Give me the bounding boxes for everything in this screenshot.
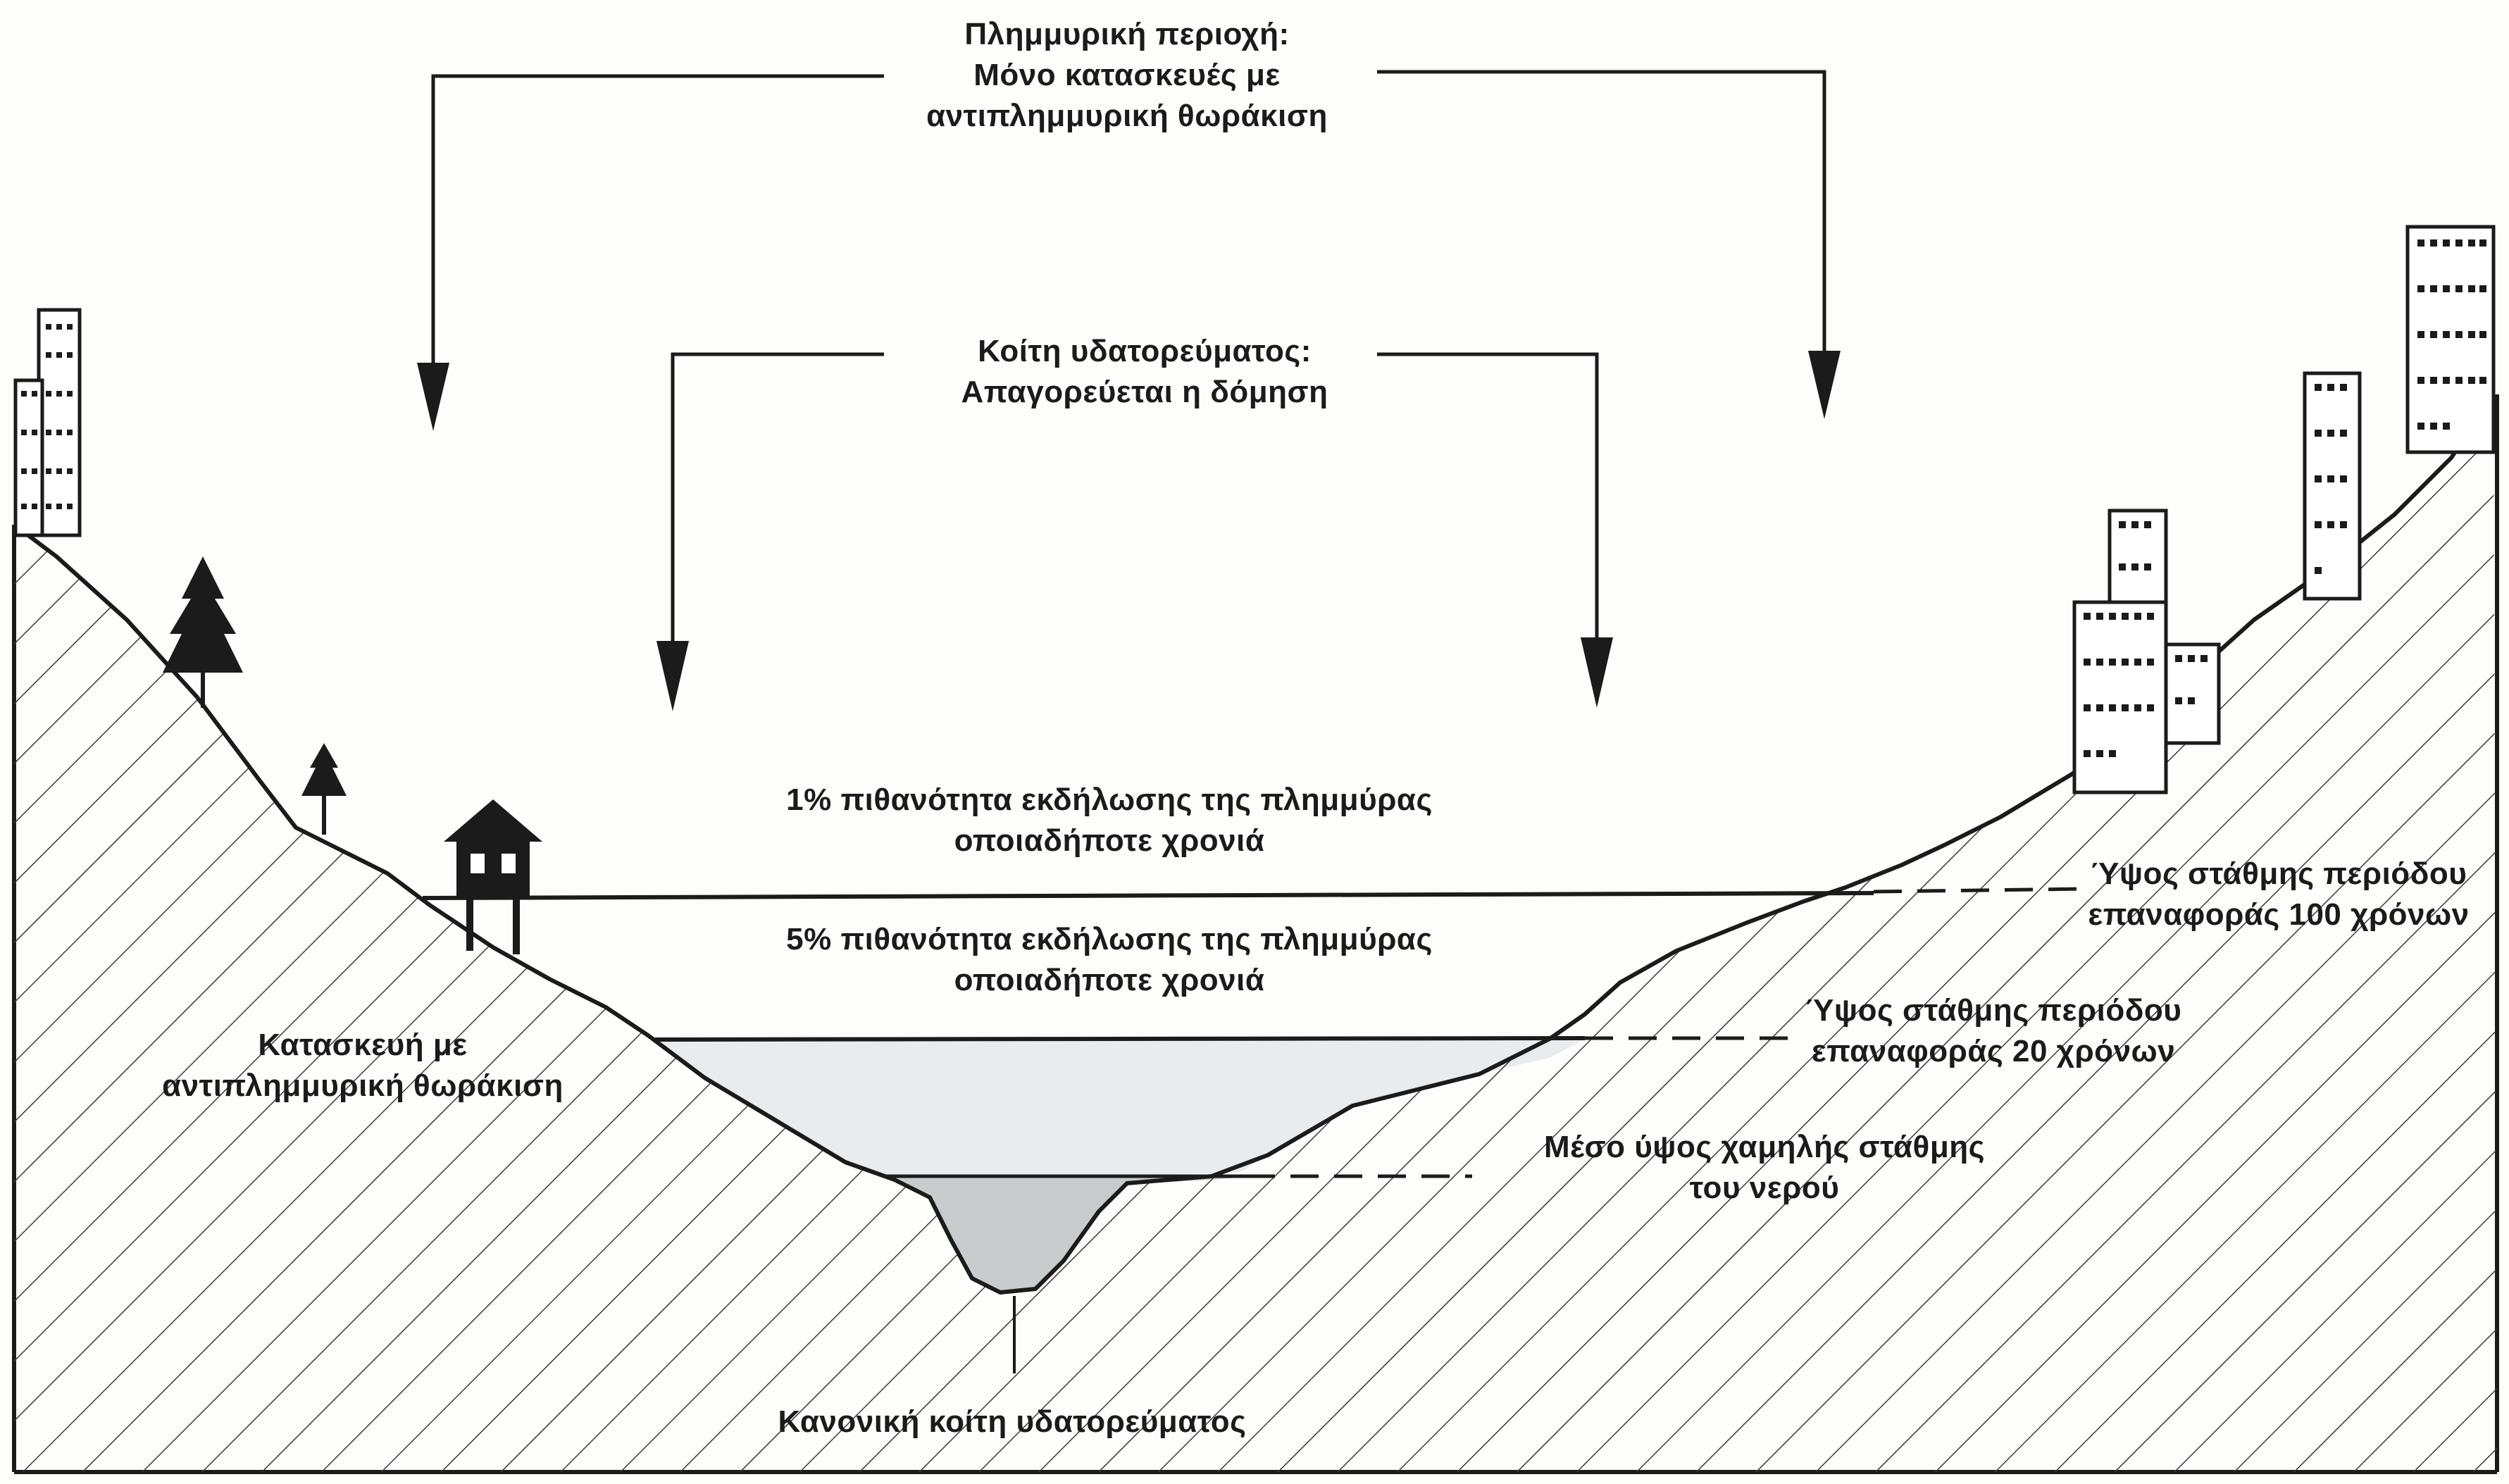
channel-label-text: Κανονική κοίτη υδατορεύματος [778, 1404, 1247, 1439]
floodplain-label-line2: Μόνο κατασκευές με [973, 58, 1281, 92]
right-buildings-icon [2072, 225, 2496, 794]
low-water-line1: Μέσο ύψος χαμηλής στάθμης [1543, 1130, 1986, 1164]
flood-5pct-label: 5% πιθανότητα εκδήλωσης της πλημμύρας οπ… [786, 919, 1433, 1001]
normal-channel-water [895, 1178, 1240, 1292]
floodway-label-line2: Απαγορεύεται η δόμηση [961, 375, 1328, 409]
leader-100yr [1873, 887, 2086, 894]
flood-5pct-line1: 5% πιθανότητα εκδήλωσης της πλημμύρας [786, 922, 1433, 956]
floodplain-arrow-left [417, 363, 449, 431]
left-tall-building-icon [13, 308, 82, 537]
water-level-100yr-line [422, 891, 1874, 900]
ground-profile-line [13, 393, 2496, 1295]
structure-label-line2: αντιπλημμυρική θωράκιση [162, 1068, 564, 1103]
stilt-house-icon [444, 799, 542, 954]
floodplain-bracket-left [431, 74, 884, 398]
flood-5pct-line2: οποιαδήποτε χρονιά [954, 963, 1265, 997]
tree-small-icon [301, 743, 347, 835]
level-20yr-line2: επαναφοράς 20 χρόνων [1811, 1034, 2176, 1068]
low-water-line2: του νερού [1689, 1171, 1840, 1205]
floodway-bracket-left [671, 352, 884, 676]
floodplain-arrow-right [1808, 351, 1841, 419]
level-100yr-line2: επαναφοράς 100 χρόνων [2088, 897, 2470, 932]
floodplain-label: Πλημμυρική περιοχή: Μόνο κατασκευές με α… [926, 14, 1328, 137]
level-100yr-line1: Ύψος στάθμης περιόδου [2090, 856, 2467, 891]
flood-1pct-label: 1% πιθανότητα εκδήλωσης της πλημμύρας οπ… [786, 780, 1433, 861]
level-100yr-label: Ύψος στάθμης περιόδου επαναφοράς 100 χρό… [2088, 854, 2469, 935]
flood-water-20yr [659, 1041, 1581, 1180]
structure-label: Κατασκευή με αντιπλημμυρική θωράκιση [162, 1025, 564, 1106]
channel-label: Κανονική κοίτη υδατορεύματος [778, 1402, 1247, 1442]
level-20yr-label: Ύψος στάθμης περιόδου επαναφοράς 20 χρόν… [1805, 990, 2182, 1072]
flood-1pct-line1: 1% πιθανότητα εκδήλωσης της πλημμύρας [786, 782, 1433, 817]
floodway-arrow-left [656, 641, 689, 711]
floodplain-bracket-right [1377, 70, 1826, 384]
floodplain-label-line1: Πλημμυρική περιοχή: [964, 17, 1290, 51]
level-20yr-line1: Ύψος στάθμης περιόδου [1805, 993, 2182, 1028]
tree-large-icon [163, 556, 243, 708]
low-water-label: Μέσο ύψος χαμηλής στάθμης του νερού [1544, 1127, 1985, 1209]
floodway-arrow-right [1581, 637, 1613, 708]
floodplain-label-line3: αντιπλημμυρική θωράκιση [926, 99, 1328, 133]
structure-label-line1: Κατασκευή με [258, 1028, 468, 1062]
flood-1pct-line2: οποιαδήποτε χρονιά [954, 823, 1265, 858]
floodway-bracket-right [1377, 352, 1599, 673]
water-level-20yr-line [654, 1036, 1586, 1042]
floodway-label: Κοίτη υδατορεύματος: Απαγορεύεται η δόμη… [961, 331, 1328, 413]
floodway-label-line1: Κοίτη υδατορεύματος: [978, 334, 1312, 368]
